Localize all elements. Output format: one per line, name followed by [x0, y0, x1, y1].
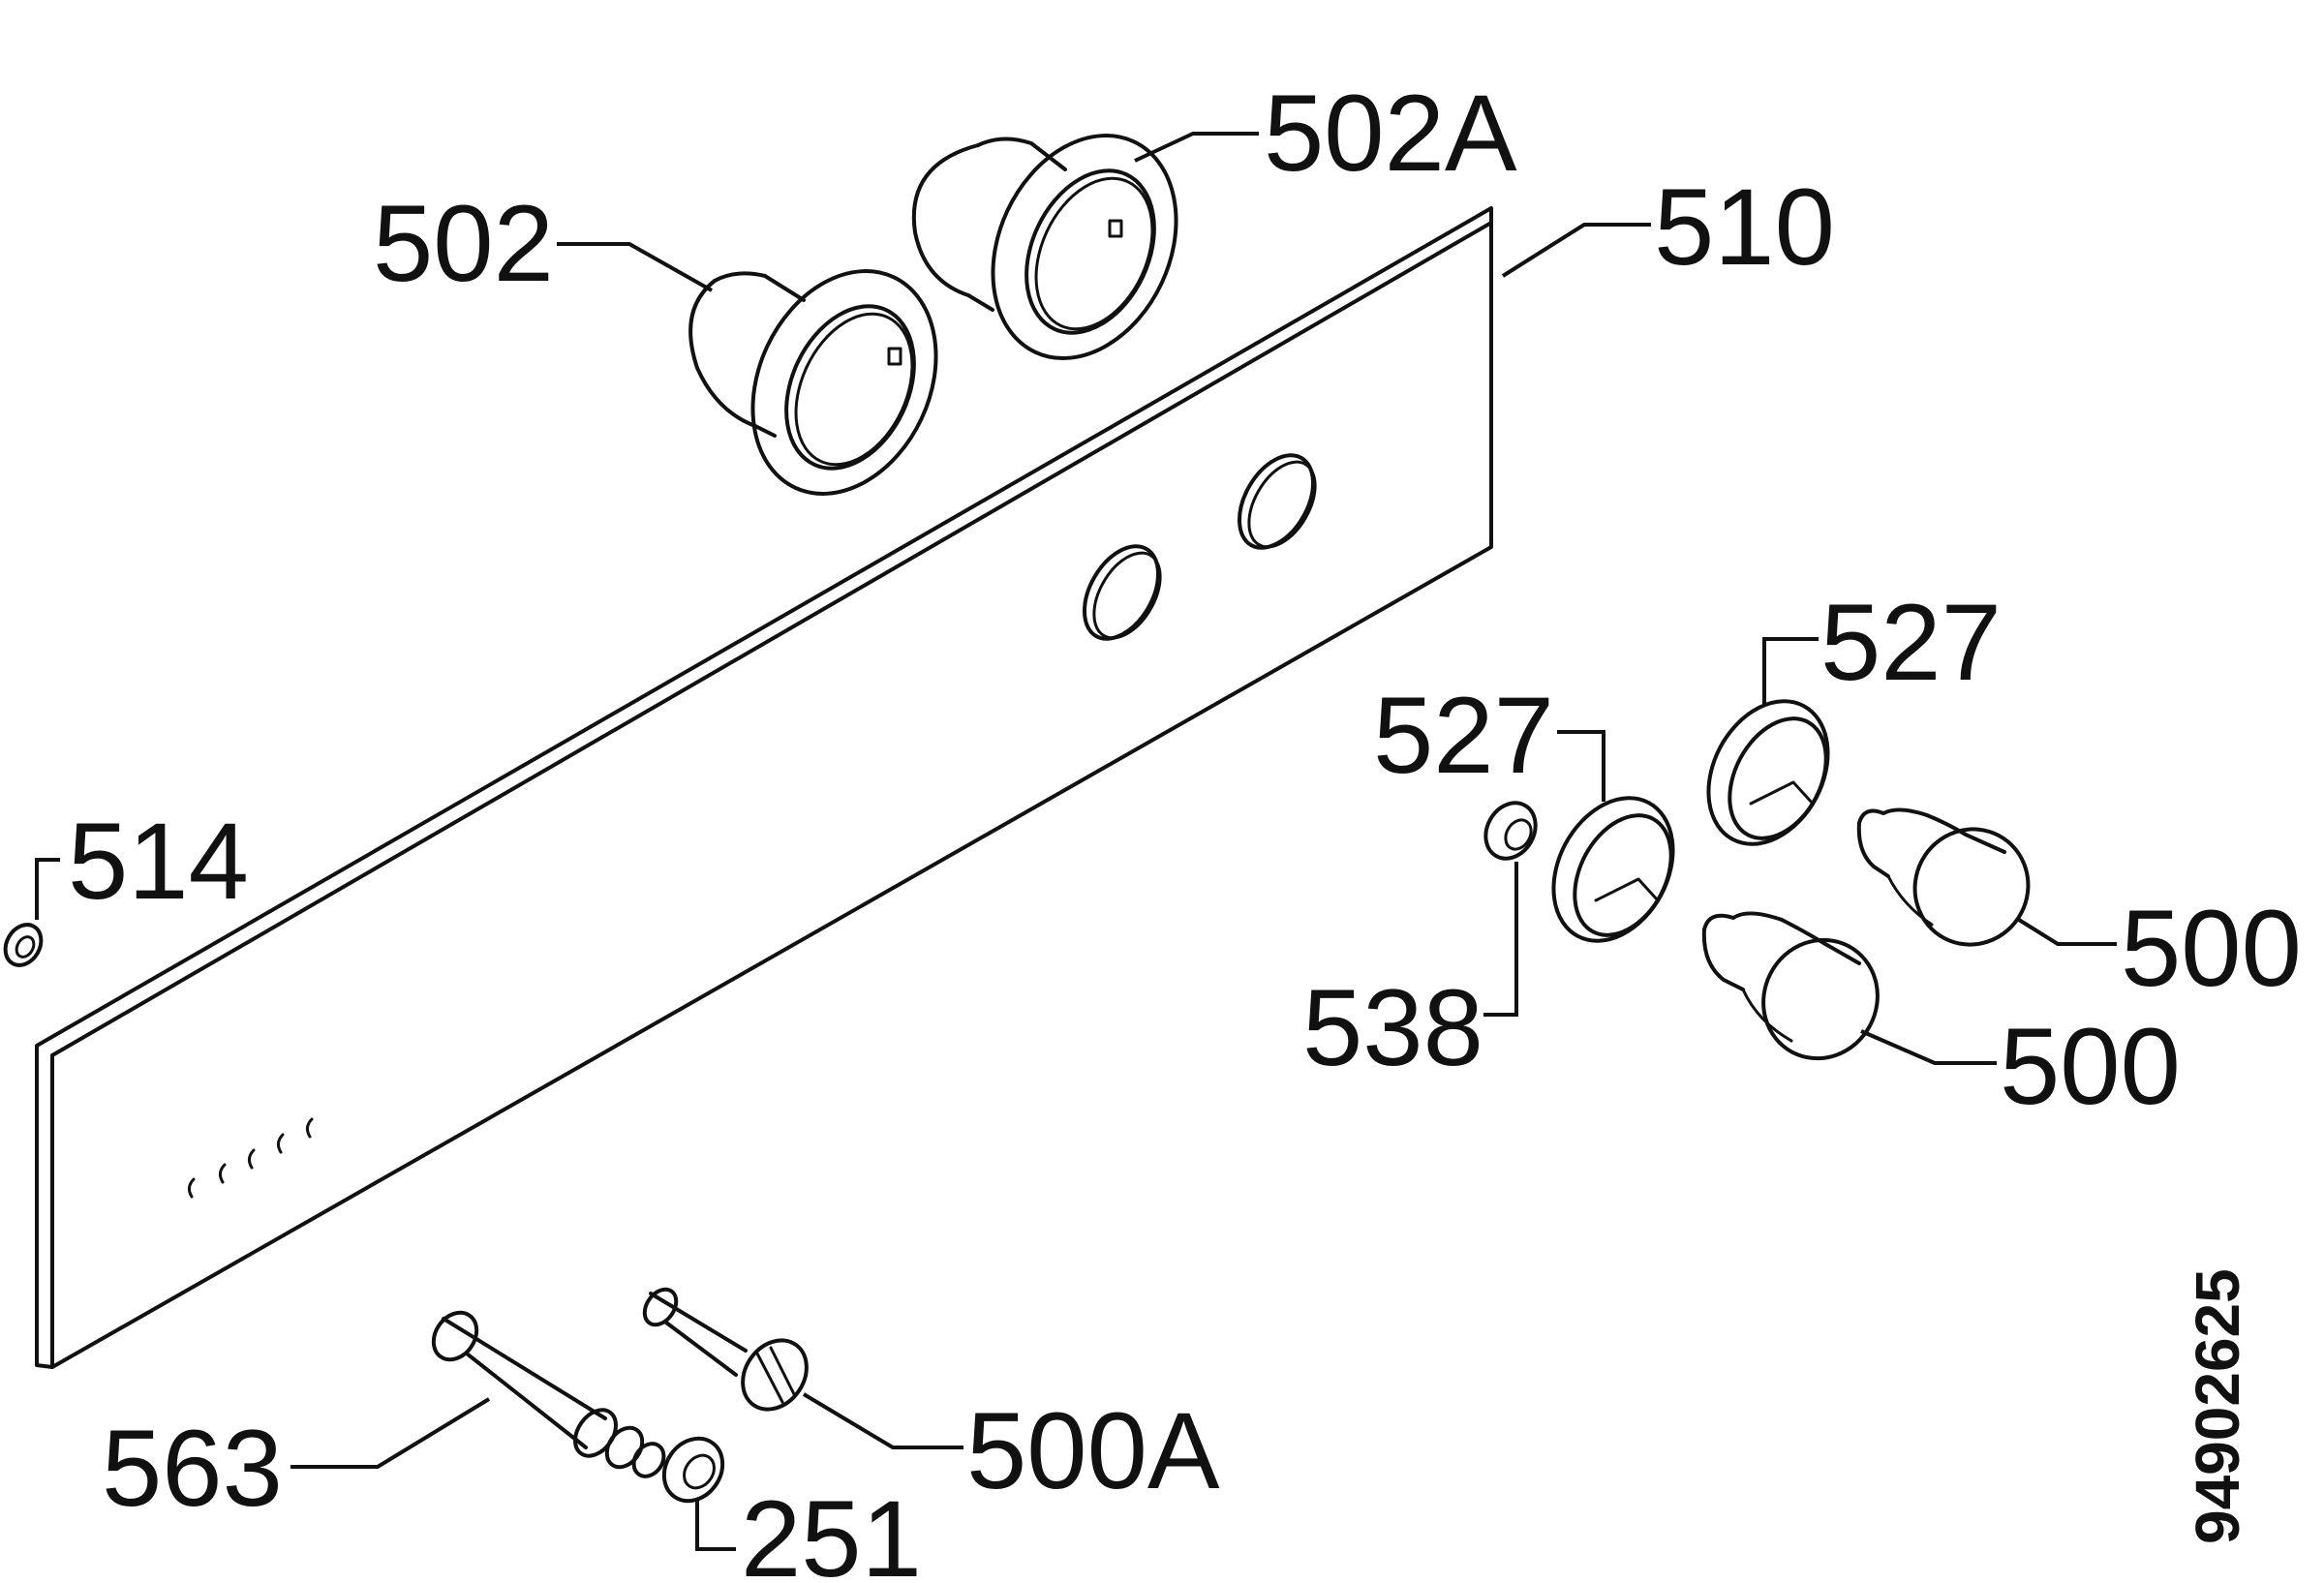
indicator-lamps	[187, 1117, 314, 1199]
label-500-upper: 500	[2121, 888, 2302, 1009]
ring-527-right	[1706, 699, 1830, 846]
label-527-left: 527	[1373, 675, 1554, 796]
label-538: 538	[1302, 967, 1483, 1088]
leader-lines	[35, 132, 2117, 1551]
bezel-502	[688, 269, 938, 496]
ring-527-left	[1551, 796, 1675, 943]
knob-500-lower	[1701, 911, 1880, 1061]
control-panel-510	[35, 206, 1493, 1369]
spacer-538	[1483, 801, 1538, 861]
shaft-563	[431, 1310, 666, 1478]
label-502: 502	[373, 183, 554, 304]
label-502a: 502A	[1264, 73, 1517, 194]
drawing-code: 94902625	[2183, 1268, 2252, 1544]
label-514: 514	[68, 801, 249, 922]
label-251: 251	[741, 1478, 922, 1583]
screw-251	[661, 1436, 725, 1504]
shaft-500a	[642, 1287, 809, 1412]
label-510: 510	[1654, 167, 1835, 288]
label-500a: 500A	[966, 1390, 1220, 1511]
bezel-502a	[911, 134, 1178, 360]
label-527-right: 527	[1820, 582, 2002, 703]
label-563: 563	[102, 1408, 283, 1529]
label-500-lower: 500	[2000, 1006, 2181, 1127]
knob-500-upper	[1856, 807, 2031, 947]
part-514	[3, 923, 44, 967]
